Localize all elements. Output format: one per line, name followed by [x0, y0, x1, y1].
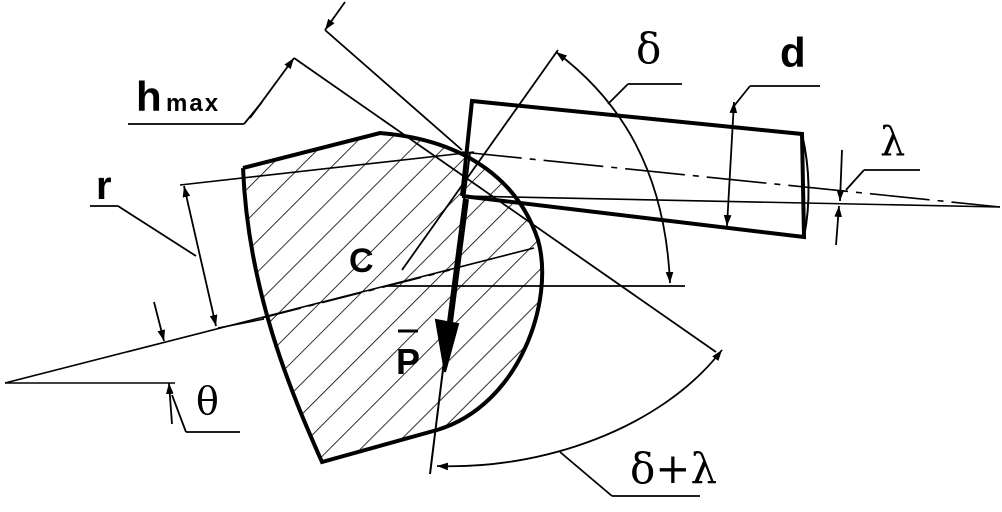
label-delta-plus-lambda: δ+λ [630, 444, 717, 493]
r-extension-top [179, 151, 475, 186]
d-leader-slant [733, 85, 751, 107]
label-d: d [780, 29, 806, 76]
label-c: C [349, 242, 374, 280]
delta-lambda-leader-slant [559, 451, 613, 497]
hmax-extension-line [324, 29, 463, 151]
label-h-subscript-max: max [166, 90, 220, 117]
lambda-arrow-top [836, 149, 845, 202]
label-theta: θ [196, 379, 219, 423]
theta-leader [171, 394, 187, 433]
lambda-arrow-bottom [834, 205, 842, 246]
hmax-dim-arrow-outer [324, 1, 346, 31]
hmax-leader-slant [243, 101, 263, 125]
theta-arrow-bottom [165, 382, 174, 425]
dashed-axis-segment [261, 269, 451, 319]
theta-arrow-top [153, 301, 165, 342]
label-h: h [136, 73, 162, 120]
label-r: r [96, 164, 112, 208]
label-delta: δ [636, 24, 661, 73]
label-lambda: λ [880, 119, 905, 165]
d-dim-line [723, 101, 738, 227]
delta-arc [555, 51, 674, 284]
force-vector-arrowhead [434, 318, 460, 373]
rod-end-arc [801, 133, 810, 238]
delta-lambda-arc [436, 349, 723, 471]
force-vector-shaft [447, 198, 469, 323]
r-dim-line [182, 185, 218, 327]
label-p: P [396, 341, 420, 382]
tangent-line [293, 57, 717, 353]
r-extension-bottom [217, 318, 265, 329]
delta-leg-line [401, 49, 559, 271]
delta-leader-slant [607, 83, 629, 105]
r-leader-slant [117, 205, 197, 257]
lambda-leader-slant [845, 169, 865, 191]
hatched-section [243, 133, 543, 462]
